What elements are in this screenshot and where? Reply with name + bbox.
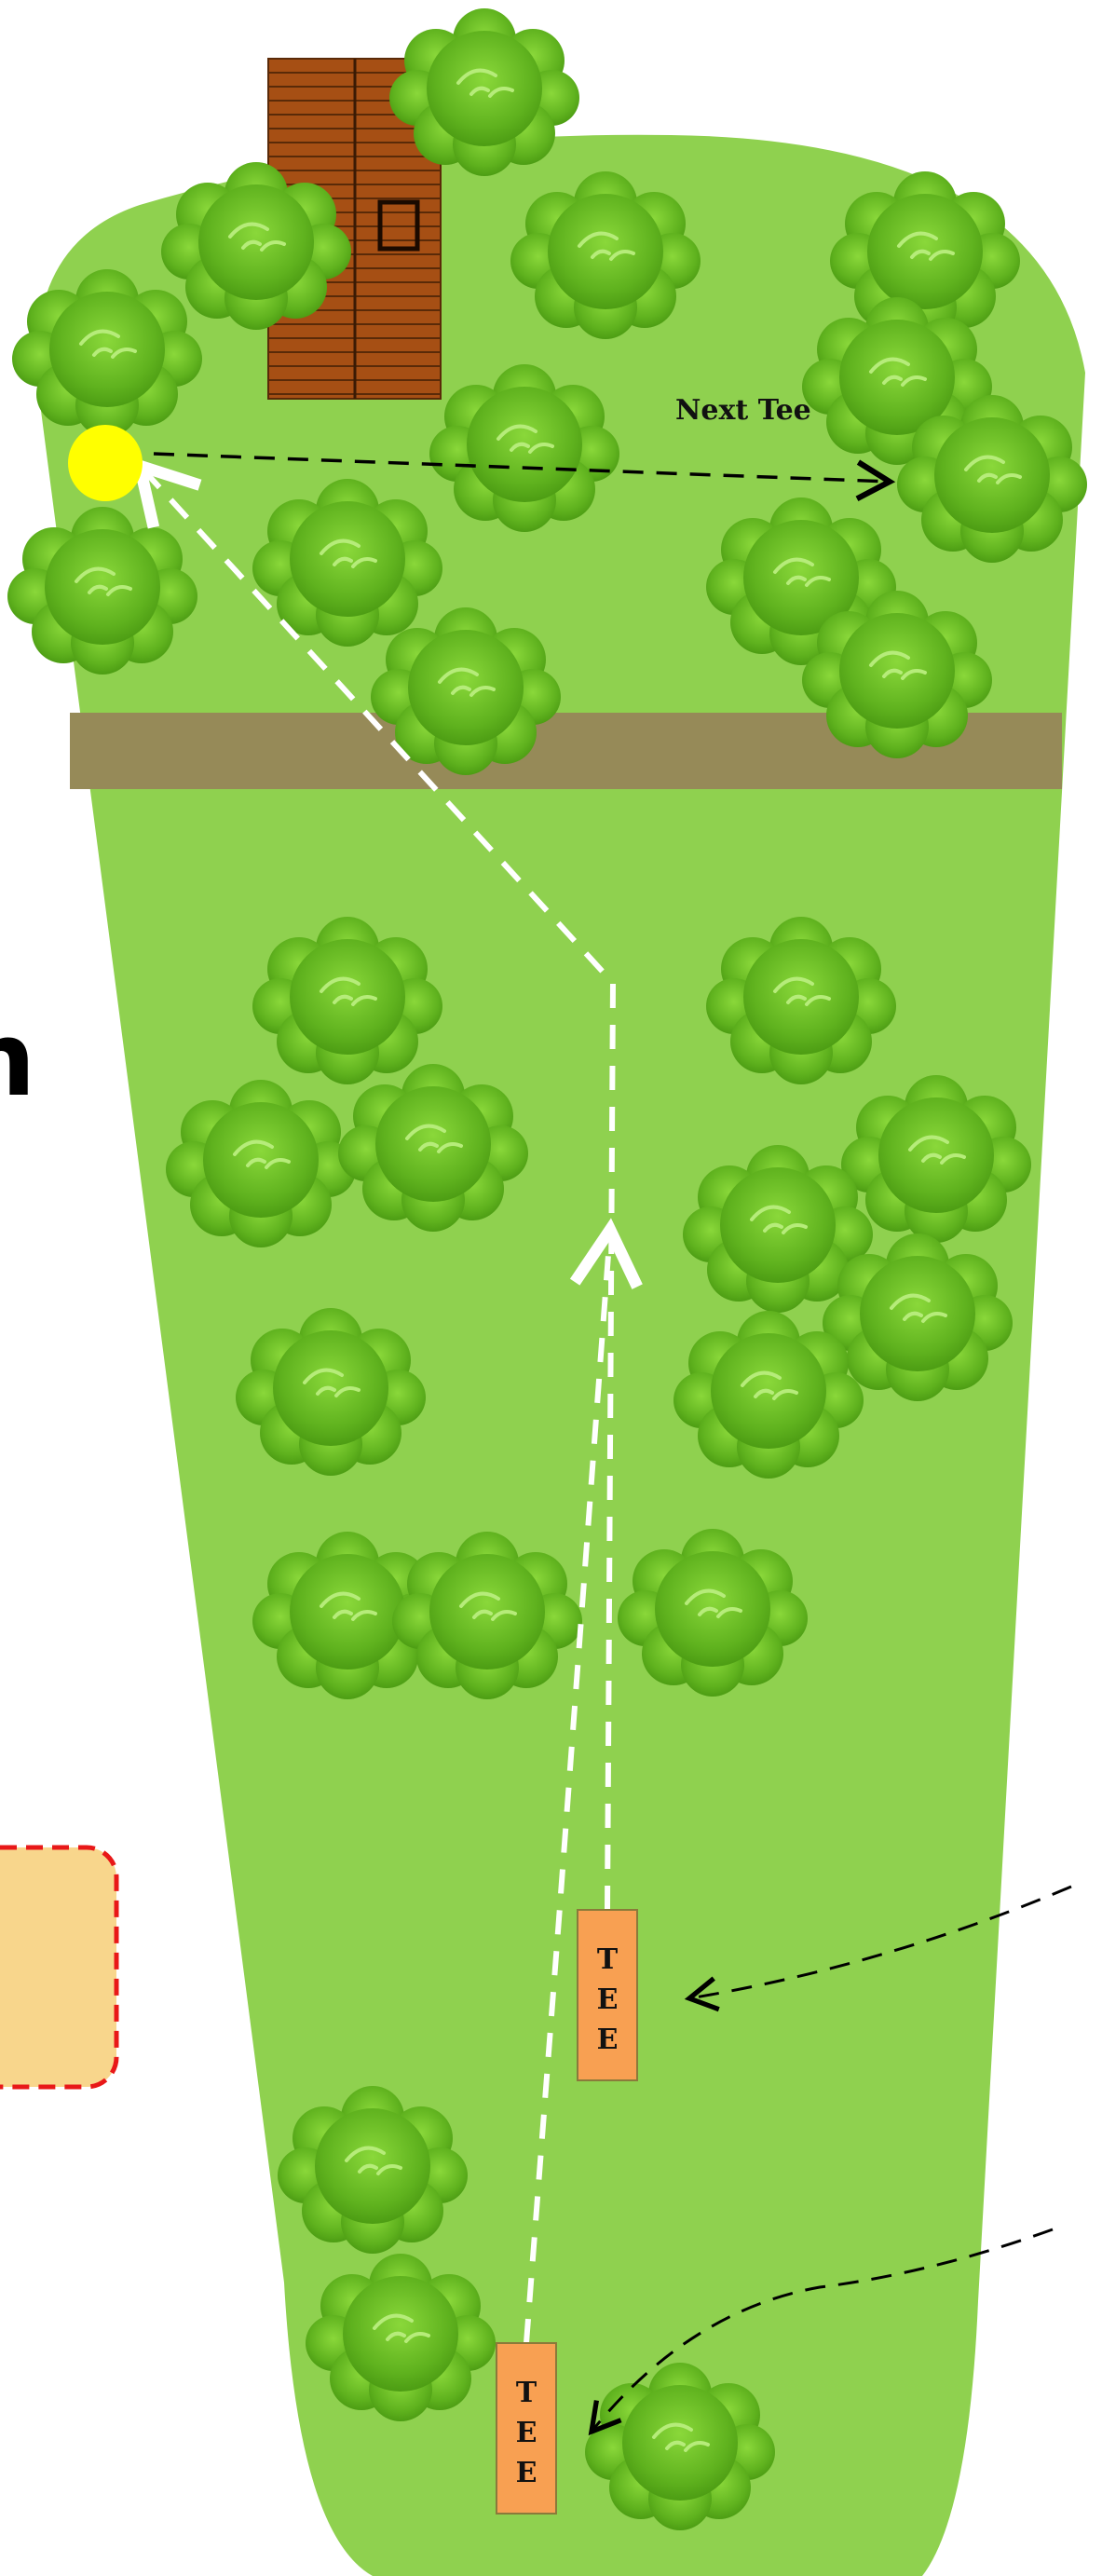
tee-letter: E — [516, 2457, 537, 2489]
callout-box — [0, 1847, 116, 2087]
tee-letter: E — [597, 2024, 619, 2056]
tee-letter: T — [597, 1943, 619, 1976]
tee-marker-icon: T E E — [497, 2343, 556, 2514]
tee-marker-icon: T E E — [578, 1910, 637, 2080]
left-edge-text-fragment: n — [0, 1000, 35, 1119]
tee-letter: E — [597, 1983, 619, 2016]
next-tee-label: Next Tee — [675, 394, 811, 427]
tee-letter: T — [516, 2377, 537, 2409]
tee-letter: E — [516, 2417, 537, 2449]
pin-icon — [68, 425, 143, 501]
